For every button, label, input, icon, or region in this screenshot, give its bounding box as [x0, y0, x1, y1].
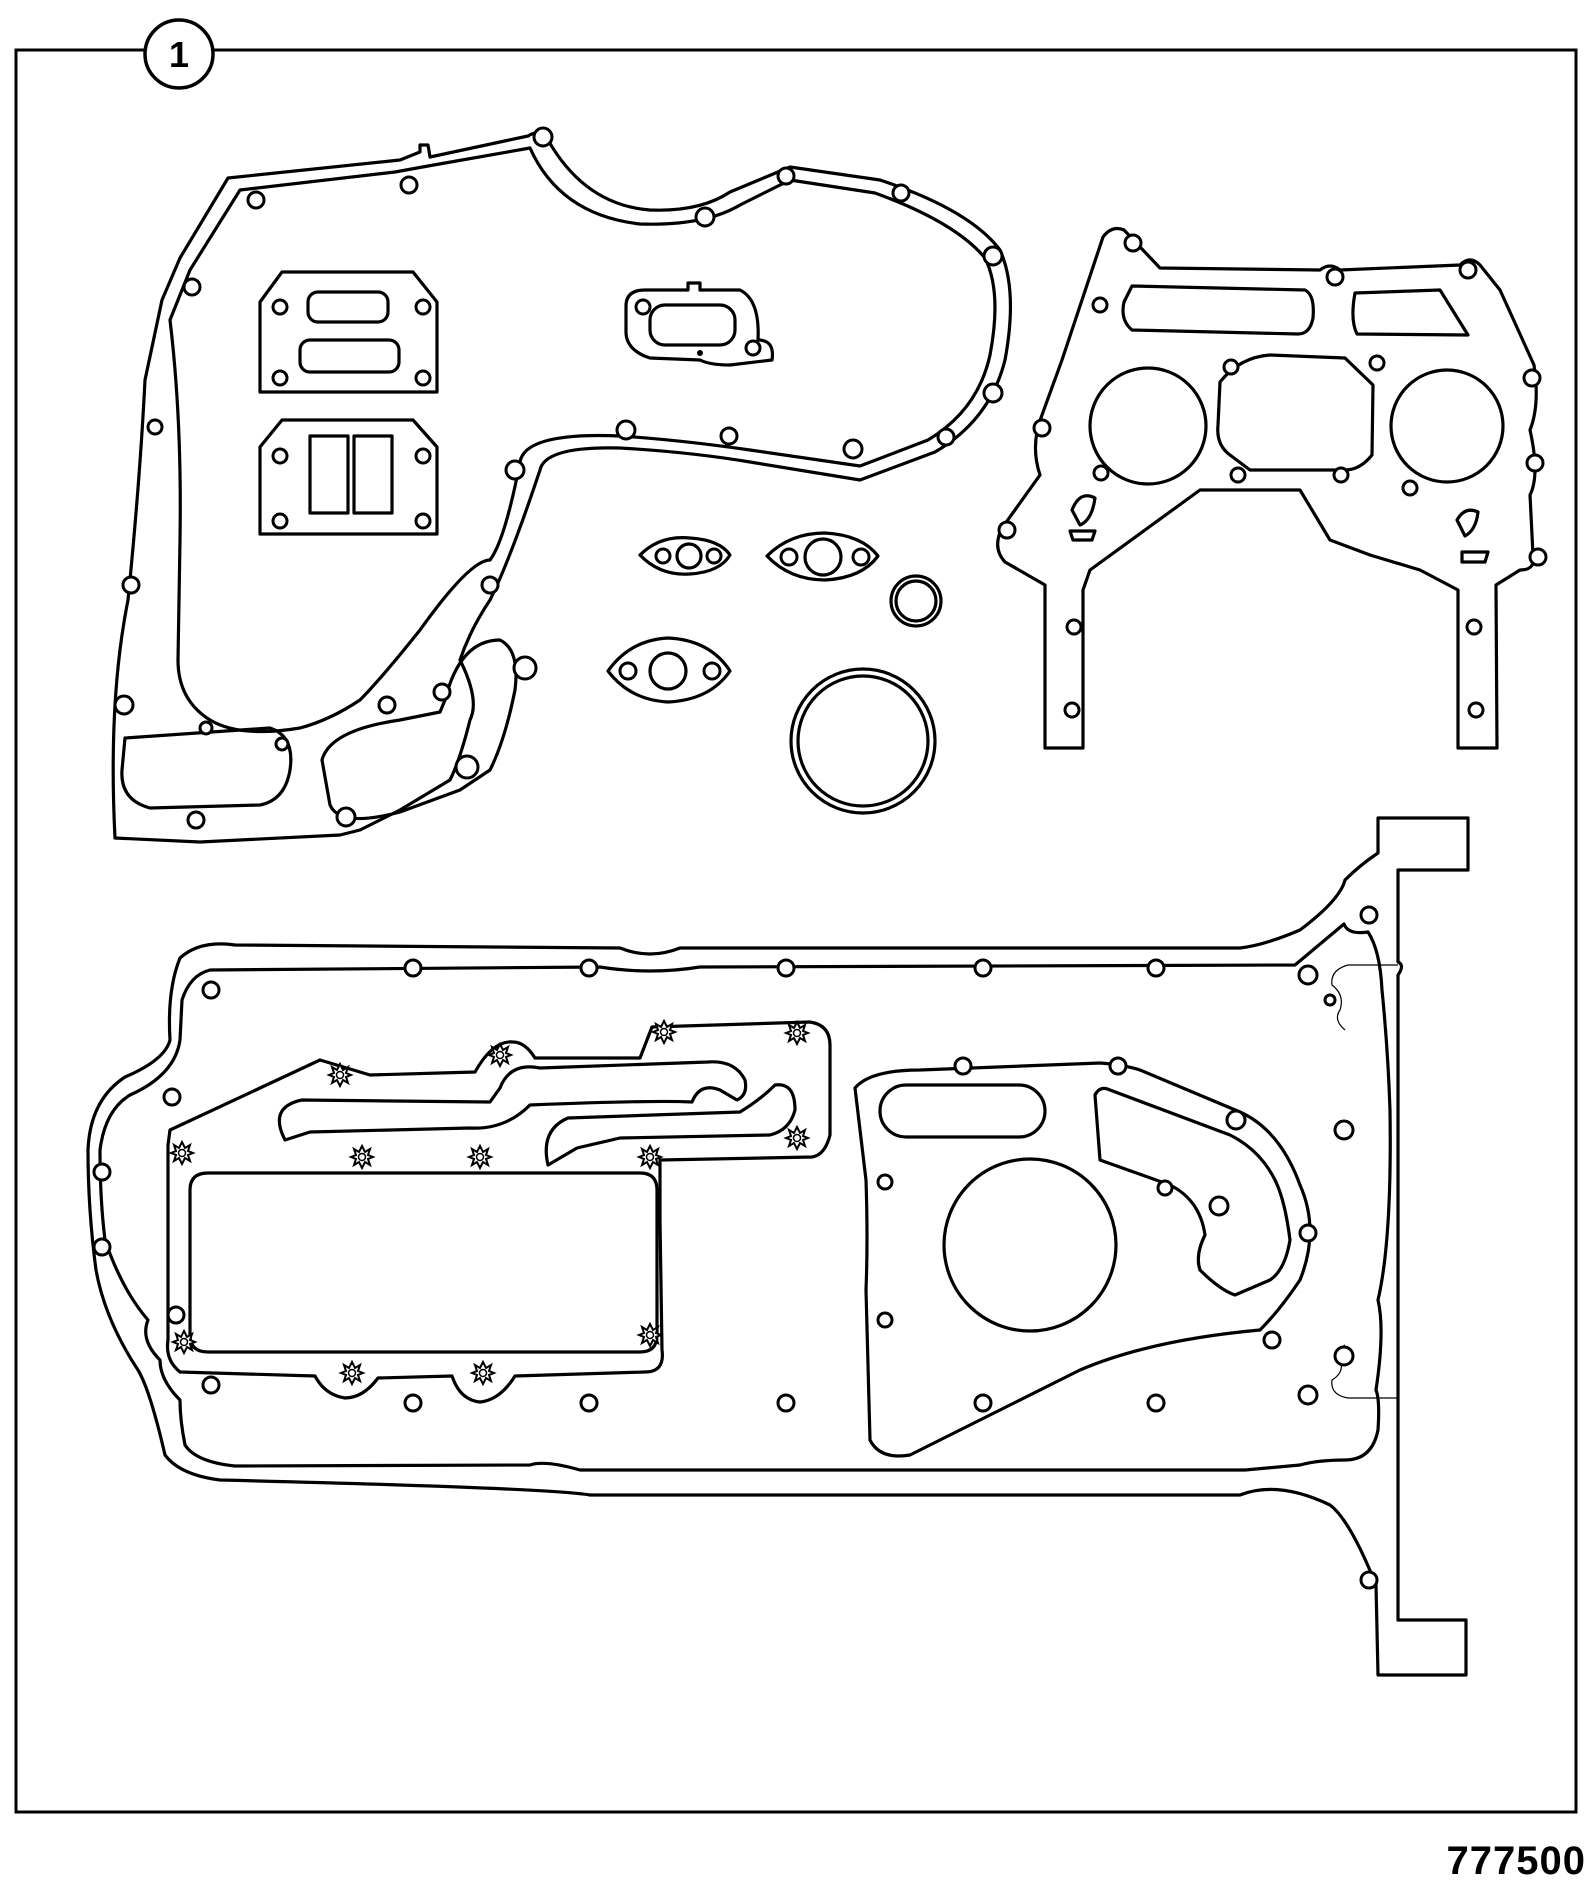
pump-cover-gasket	[853, 1056, 1318, 1458]
o-ring-large	[789, 667, 937, 815]
flange-gasket-3	[606, 636, 732, 704]
flange-gasket-2	[765, 531, 880, 582]
figure-reference-number: 777500	[1446, 1839, 1586, 1883]
callout-circle	[143, 18, 215, 90]
oil-cooler-gasket	[165, 1020, 832, 1404]
small-plate-gasket-lower	[258, 418, 439, 536]
rear-plate-gasket	[996, 226, 1548, 750]
callout-number: 1	[168, 34, 190, 75]
outer-border	[14, 48, 1578, 1814]
timing-cover-gasket	[111, 126, 1013, 844]
o-ring-small	[889, 574, 943, 628]
filter-housing-gasket	[624, 281, 775, 367]
oil-pan-gasket	[86, 816, 1470, 1677]
flange-gasket-1	[638, 536, 732, 576]
small-plate-gasket-upper	[258, 270, 439, 394]
